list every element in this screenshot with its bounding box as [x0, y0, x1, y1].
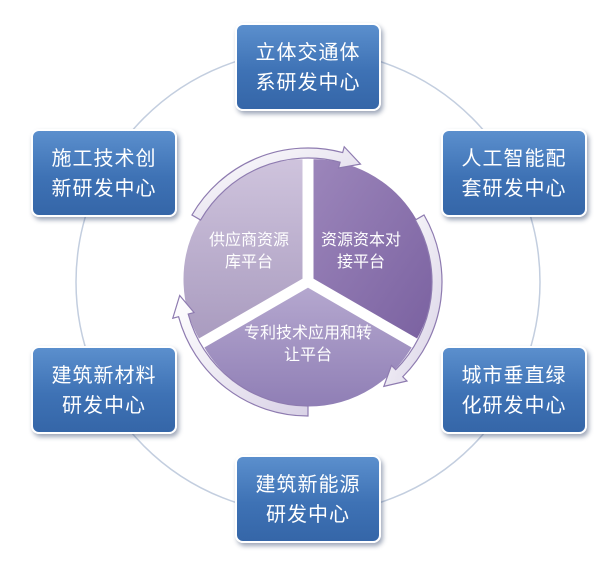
cycle-arrow-top	[191, 145, 362, 221]
node-transport-center: 立体交通体系研发中心	[235, 23, 381, 111]
node-materials-center-label: 建筑新材料研发中心	[51, 363, 157, 417]
node-transport-center-label: 立体交通体系研发中心	[255, 40, 361, 94]
outer-ring	[75, 49, 541, 515]
cycle-arrow-bottom	[171, 294, 309, 417]
node-materials-center: 建筑新材料研发中心	[31, 346, 177, 434]
node-energy-center-label: 建筑新能源研发中心	[255, 472, 361, 526]
node-construction-center: 施工技术创新研发中心	[31, 129, 177, 217]
node-vertical-greening-center: 城市垂直绿化研发中心	[441, 346, 587, 434]
segment-label-patent: 专利技术应用和转让平台	[243, 323, 372, 364]
node-ai-center: 人工智能配套研发中心	[441, 129, 587, 217]
segment-label-capital: 资源资本对接平台	[320, 230, 401, 271]
node-construction-center-label: 施工技术创新研发中心	[51, 146, 157, 200]
cycle-arrow-right	[382, 214, 443, 388]
cycle-arrows-group	[171, 145, 443, 417]
segment-label-supplier: 供应商资源库平台	[208, 230, 289, 271]
node-ai-center-label: 人工智能配套研发中心	[461, 146, 567, 200]
node-vertical-greening-center-label: 城市垂直绿化研发中心	[461, 363, 567, 417]
node-energy-center: 建筑新能源研发中心	[235, 455, 381, 543]
